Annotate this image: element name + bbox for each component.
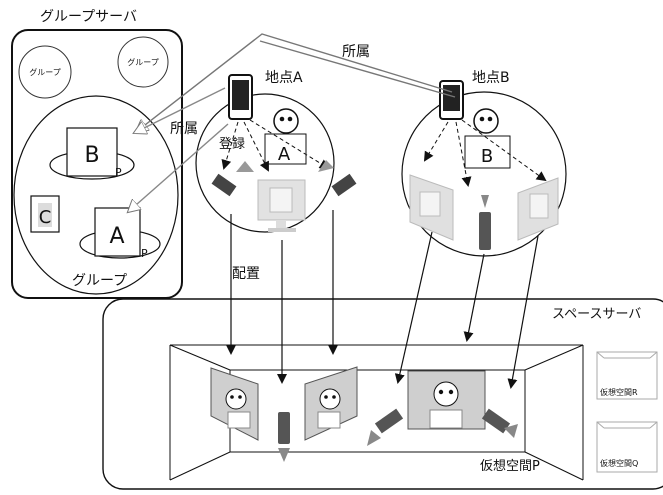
- monitor-icon: [257, 179, 306, 232]
- small-group-label: グループ: [29, 67, 61, 77]
- member-label: C: [39, 207, 52, 228]
- register-label: 登録: [219, 137, 245, 152]
- group-label: グループ: [72, 273, 127, 289]
- small-group-label: グループ: [127, 57, 159, 67]
- camera-icon: [367, 408, 404, 446]
- member-box-a: [94, 207, 141, 257]
- point-b-title: 地点B: [472, 70, 510, 86]
- avatar-panel: [304, 366, 358, 441]
- member-label: A: [109, 224, 124, 249]
- virtual-space-label: 仮想空間R: [600, 387, 638, 397]
- virtual-space-thumb-q: 仮想空間Q: [596, 421, 658, 473]
- point-a: 地点A A 登録: [195, 70, 357, 233]
- virtual-space-label: 仮想空間P: [480, 458, 540, 474]
- space-server-title: スペースサーバ: [552, 307, 641, 322]
- member-label: B: [84, 143, 99, 168]
- belongs-label: 所属: [342, 44, 370, 60]
- space-server: スペースサーバ: [102, 298, 663, 490]
- group-server: グループサーバ グループ グループ グループ B P C A P: [11, 9, 183, 299]
- group-server-title: グループサーバ: [40, 9, 137, 25]
- person-icon: [473, 108, 499, 134]
- belongs-arrows: 所属 所属: [128, 33, 456, 212]
- camera-icon: [479, 195, 491, 250]
- avatar-panel: [210, 367, 259, 441]
- placement-label: 配置: [232, 266, 260, 282]
- point-a-title: 地点A: [265, 70, 303, 86]
- camera-icon: [318, 160, 357, 197]
- virtual-room: [169, 344, 584, 481]
- point-b: 地点B B: [401, 70, 567, 257]
- person-label: A: [278, 144, 291, 165]
- p-mark: P: [115, 166, 122, 179]
- person-label: B: [481, 146, 493, 167]
- camera-icon: [278, 412, 290, 462]
- avatar-panel: [407, 370, 486, 430]
- placement-arrows: [226, 210, 539, 389]
- group-ellipse: [13, 95, 179, 295]
- camera-icon: [211, 161, 254, 197]
- monitor-icon: [517, 177, 559, 241]
- virtual-space-thumb-r: 仮想空間R: [596, 351, 658, 400]
- monitor-icon: [409, 174, 454, 241]
- camera-icon: [481, 408, 518, 438]
- virtual-space-label: 仮想空間Q: [600, 458, 638, 468]
- p-mark: P: [141, 247, 148, 260]
- member-box-b: [66, 127, 118, 177]
- belongs-label: 所属: [170, 121, 198, 137]
- person-icon: [273, 108, 299, 134]
